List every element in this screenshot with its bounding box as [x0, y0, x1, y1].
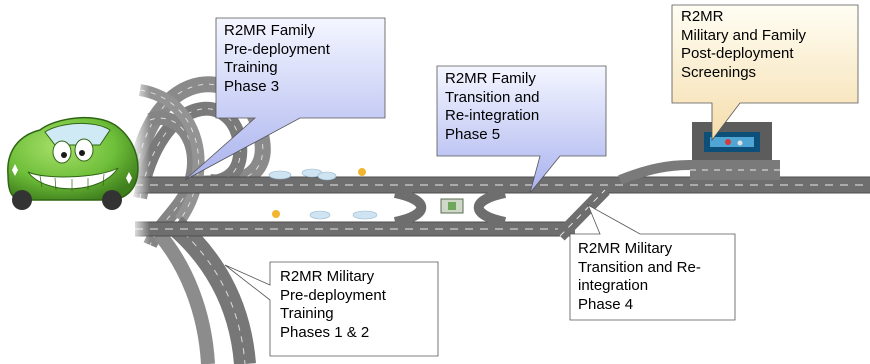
- callout-line: Transition and Re-: [578, 258, 701, 276]
- callout-line: Phase 5: [445, 125, 501, 143]
- billboard-screen-icon: [692, 122, 772, 160]
- callout-military-transition-text: R2MR Military Transition and Re- integra…: [578, 240, 701, 314]
- lower-highway: [135, 185, 610, 241]
- smiling-green-car-icon: [7, 116, 139, 210]
- callout-post-deployment-text: R2MR Military and Family Post-deployment…: [681, 8, 806, 82]
- callout-post-deployment: [671, 4, 859, 142]
- callout-military-predeployment-text: R2MR Military Pre-deployment Training Ph…: [280, 268, 386, 342]
- road-fade: [130, 60, 150, 364]
- callout-family-predeployment: [184, 17, 386, 181]
- callout-line: Pre-deployment: [280, 286, 386, 304]
- callout-line: R2MR Military: [578, 240, 673, 257]
- callout-family-transition-text: R2MR Family Transition and Re-integratio…: [445, 70, 540, 144]
- decor-clouds: [268, 168, 378, 220]
- callout-line: R2MR: [681, 8, 724, 25]
- callout-line: Training: [280, 305, 334, 322]
- callout-family-predeployment-text: R2MR Family Pre-deployment Training Phas…: [224, 22, 330, 96]
- road-network: [127, 60, 870, 364]
- callout-line: Post-deployment: [681, 45, 794, 62]
- callout-military-transition: [569, 204, 736, 321]
- callout-line: integration: [578, 277, 649, 294]
- callout-military-predeployment: [224, 261, 439, 357]
- callout-line: Military and Family: [681, 26, 807, 44]
- callout-line: Training: [224, 59, 278, 76]
- decor-suns: [272, 168, 366, 218]
- callout-line: Phase 3: [224, 77, 280, 95]
- callout-line: Pre-deployment: [224, 40, 330, 58]
- callout-line: Phases 1 & 2: [280, 323, 370, 341]
- callout-line: Phase 4: [578, 295, 634, 313]
- callout-line: R2MR Military: [280, 268, 375, 285]
- callout-line: R2MR Family: [445, 70, 536, 87]
- callout-line: Screenings: [681, 63, 757, 81]
- callout-line: Transition and: [445, 88, 540, 106]
- callout-line: R2MR Family: [224, 22, 315, 39]
- callout-family-transition: [436, 65, 607, 194]
- overpass: [618, 160, 780, 185]
- oval-junction: [393, 188, 507, 227]
- callout-line: Re-integration: [445, 107, 540, 124]
